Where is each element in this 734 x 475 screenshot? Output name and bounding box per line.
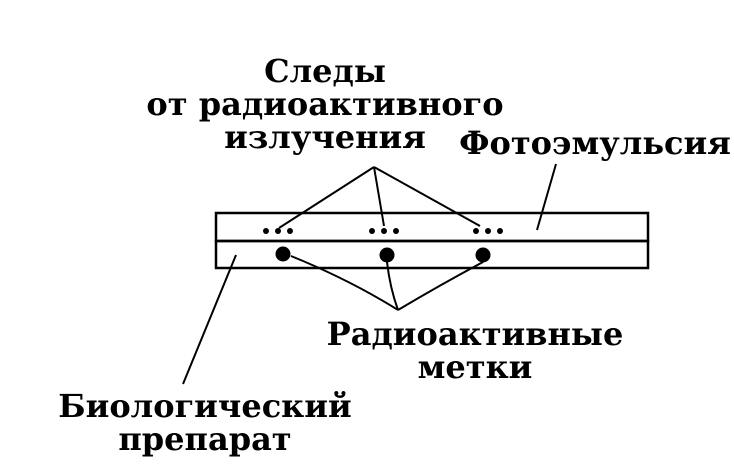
biological-sample-layer bbox=[214, 239, 650, 270]
emulsion-leader-line bbox=[536, 163, 557, 231]
track-dot bbox=[473, 228, 479, 234]
track-dot bbox=[497, 228, 503, 234]
track-dot bbox=[369, 228, 375, 234]
track-dot bbox=[263, 228, 269, 234]
label-line: от радиоактивного bbox=[146, 85, 504, 123]
track-dot bbox=[485, 228, 491, 234]
track-group bbox=[473, 228, 503, 234]
label-line: Биологический bbox=[58, 387, 352, 425]
traces-leader-lines bbox=[278, 166, 481, 229]
label-line: Радиоактивные bbox=[326, 315, 624, 353]
track-dot bbox=[287, 228, 293, 234]
track-group bbox=[263, 228, 293, 234]
radioactive-mark bbox=[275, 246, 291, 262]
label-line: препарат bbox=[118, 420, 292, 458]
marks-leader-lines bbox=[290, 255, 484, 311]
track-group bbox=[369, 228, 399, 234]
label-radiation-traces: Следы от радиоактивного излучения bbox=[140, 55, 510, 154]
track-dot bbox=[393, 228, 399, 234]
track-dot bbox=[381, 228, 387, 234]
label-biological-sample: Биологический препарат bbox=[40, 390, 370, 456]
radioactive-mark bbox=[379, 247, 395, 263]
label-radioactive-marks: Радиоактивные метки bbox=[310, 318, 640, 384]
label-photoemulsion: Фотоэмульсия bbox=[459, 124, 731, 162]
radioactive-mark bbox=[475, 247, 491, 263]
label-line: метки bbox=[417, 348, 533, 386]
sample-leader-line bbox=[182, 254, 237, 385]
label-line: Следы bbox=[264, 52, 386, 90]
label-line: излучения bbox=[224, 118, 426, 156]
track-dot bbox=[275, 228, 281, 234]
